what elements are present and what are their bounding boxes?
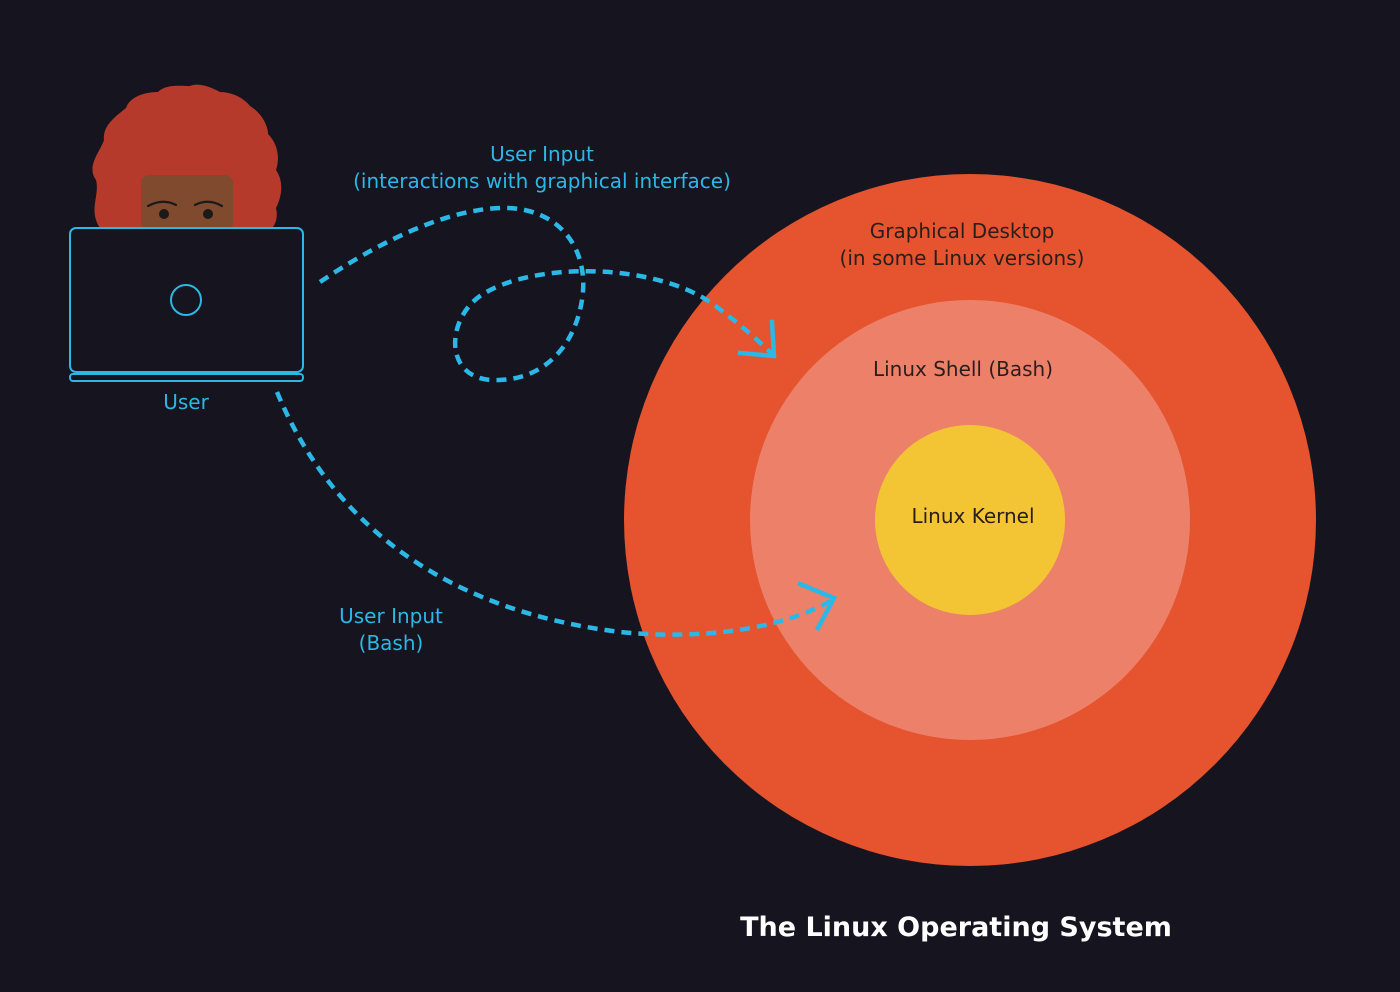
graphical-desktop-label-line2: (in some Linux versions)	[839, 246, 1085, 270]
linux-kernel-layer	[875, 425, 1065, 615]
gui-input-label-line2: (interactions with graphical interface)	[353, 169, 731, 193]
laptop-base-icon	[69, 373, 304, 382]
gui-input-label-line1: User Input	[490, 142, 594, 166]
gui-input-arrow	[318, 205, 774, 383]
diagram-title: The Linux Operating System	[740, 912, 1172, 943]
bash-input-arrow	[274, 391, 834, 637]
laptop-screen-icon	[69, 227, 304, 373]
user-eyebrow-right	[193, 200, 224, 208]
user-eyebrow-left	[146, 200, 178, 208]
user-eye-left	[159, 209, 169, 219]
user-label: User	[163, 390, 209, 414]
user-hair	[92, 84, 282, 228]
linux-kernel-label: Linux Kernel	[911, 504, 1035, 528]
laptop-logo-icon	[170, 284, 202, 316]
gui-input-arrowhead-icon	[737, 319, 777, 359]
graphical-desktop-label: Graphical Desktop (in some Linux version…	[812, 218, 1112, 272]
bash-input-label: User Input (Bash)	[311, 603, 471, 657]
gui-input-label: User Input (interactions with graphical …	[342, 141, 742, 195]
user-eye-right	[203, 209, 213, 219]
graphical-desktop-label-line1: Graphical Desktop	[869, 219, 1055, 243]
linux-shell-label: Linux Shell (Bash)	[872, 357, 1054, 381]
bash-input-label-line1: User Input	[339, 604, 443, 628]
bash-input-label-line2: (Bash)	[358, 631, 424, 655]
bash-input-arrowhead-icon	[797, 581, 838, 632]
